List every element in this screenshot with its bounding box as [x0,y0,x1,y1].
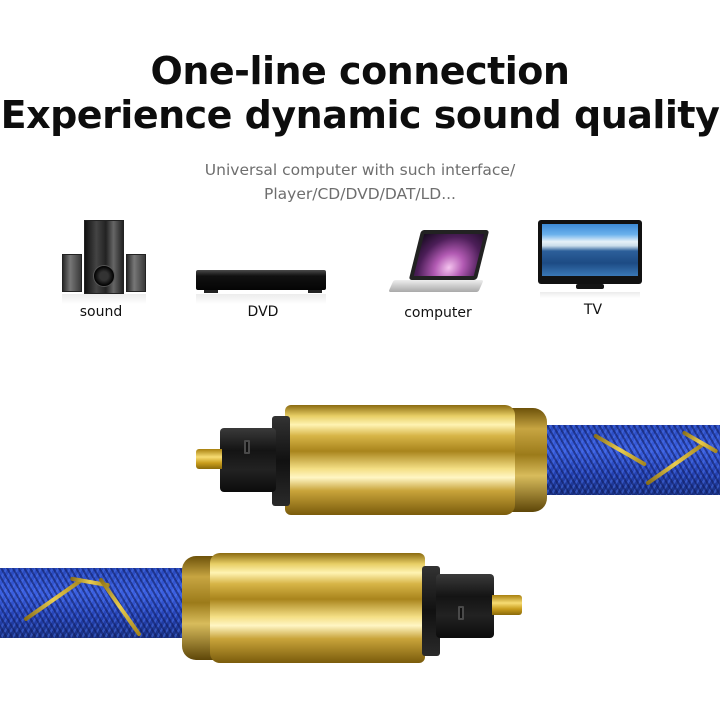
cable-jacket-lower [0,568,210,638]
collar [272,416,290,506]
pin-upper [196,449,222,469]
collar [422,566,440,656]
headline-line-1: One-line connection [150,49,570,93]
device-label-computer: computer [404,305,472,321]
device-sound: sound [40,214,160,320]
pin-lower [492,595,522,615]
subtitle-line-2: Player/CD/DVD/DAT/LD... [264,185,456,203]
device-tv: TV [530,210,650,318]
device-label-tv: TV [583,302,603,318]
subtitle-line-1: Universal computer with such interface/ [204,161,516,179]
plug-lower [436,574,494,638]
device-label-dvd: DVD [247,304,279,320]
device-dvd: DVD [190,214,340,320]
gold-sleeve-upper [285,405,515,515]
plug-upper [220,428,276,492]
device-label-sound: sound [79,304,123,320]
headline-line-2: Experience dynamic sound quality [0,93,720,137]
gold-sleeve-lower [210,553,425,663]
device-computer: computer [375,214,505,321]
